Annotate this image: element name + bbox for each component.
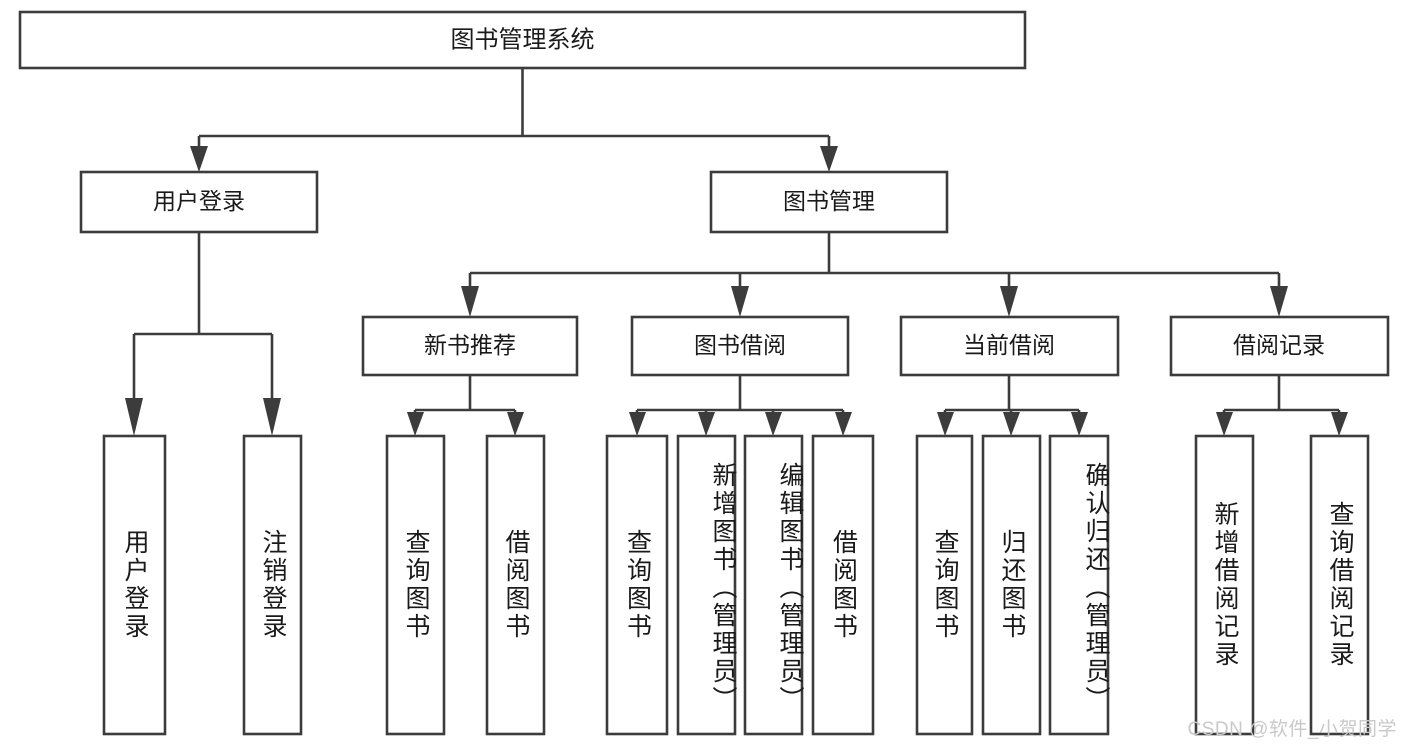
arrow-cb-confirm-return [1071, 412, 1088, 436]
leaf-box-cb-confirm-return[interactable] [1048, 434, 1110, 736]
node-current-borrow-label: 当前借阅 [963, 332, 1055, 358]
node-current-borrow[interactable]: 当前借阅 [899, 315, 1120, 377]
node-book-borrow-label: 图书借阅 [694, 332, 786, 358]
arrow-bb-edit-book [765, 412, 782, 436]
arrow-current-borrow [1000, 286, 1018, 317]
arrow-bb-borrow-book [835, 412, 852, 436]
node-user-login-box[interactable] [79, 170, 319, 234]
arrow-cb-return-book [1003, 412, 1020, 436]
node-borrow-record-label: 借阅记录 [1233, 332, 1325, 358]
node-current-borrow-box[interactable] [899, 315, 1120, 377]
leaf-box-bb-edit-book[interactable] [743, 434, 804, 736]
node-book-management-label: 图书管理 [783, 188, 875, 214]
arrow-bb-query-book [629, 412, 646, 436]
arrow-leaf-user-login [125, 398, 143, 436]
leaf-box-bb-query-book[interactable] [605, 434, 669, 736]
node-new-book-recommend[interactable]: 新书推荐 [361, 315, 579, 377]
csdn-watermark: CSDN @软件_小贺同学 [1187, 719, 1397, 740]
leaf-box-group [102, 434, 1370, 736]
node-book-management-box[interactable] [709, 170, 949, 234]
leaf-box-cb-return-book[interactable] [981, 434, 1042, 736]
leaf-box-nb-query-book[interactable] [385, 434, 446, 736]
leaf-box-logout[interactable] [242, 434, 303, 736]
leaf-box-bb-add-book[interactable] [676, 434, 737, 736]
arrow-borrow-record [1270, 286, 1288, 317]
leaf-box-br-query-record[interactable] [1309, 434, 1370, 736]
arrow-br-query-record [1331, 412, 1348, 436]
node-book-borrow-box[interactable] [630, 315, 850, 377]
arrow-user-login [190, 146, 208, 172]
node-user-login-label: 用户登录 [153, 188, 245, 214]
node-user-login[interactable]: 用户登录 [79, 170, 319, 234]
node-root-system-box[interactable] [18, 10, 1027, 70]
node-book-borrow[interactable]: 图书借阅 [630, 315, 850, 377]
arrow-br-add-record [1216, 412, 1233, 436]
arrow-nb-borrow-book [507, 412, 524, 436]
arrow-book-borrow [731, 286, 749, 317]
node-new-book-recommend-box[interactable] [361, 315, 579, 377]
arrow-book-mgmt [820, 146, 838, 172]
node-book-management[interactable]: 图书管理 [709, 170, 949, 234]
arrow-leaf-logout [263, 398, 281, 436]
leaf-box-cb-query-book[interactable] [915, 434, 974, 736]
node-root-system-label: 图书管理系统 [451, 26, 595, 53]
arrow-bb-add-book [698, 412, 715, 436]
leaf-box-user-login[interactable] [102, 434, 167, 736]
leaf-box-nb-borrow-book[interactable] [485, 434, 546, 736]
leaf-box-br-add-record[interactable] [1194, 434, 1255, 736]
leaf-box-bb-borrow-book[interactable] [811, 434, 875, 736]
node-borrow-record[interactable]: 借阅记录 [1169, 315, 1390, 377]
node-root-system[interactable]: 图书管理系统 [18, 10, 1027, 70]
node-new-book-recommend-label: 新书推荐 [424, 332, 516, 358]
node-borrow-record-box[interactable] [1169, 315, 1390, 377]
connector-group [125, 68, 1348, 436]
arrow-cb-query-book [937, 412, 954, 436]
arrow-new-book [461, 286, 479, 317]
arrow-nb-query-book [407, 412, 424, 436]
